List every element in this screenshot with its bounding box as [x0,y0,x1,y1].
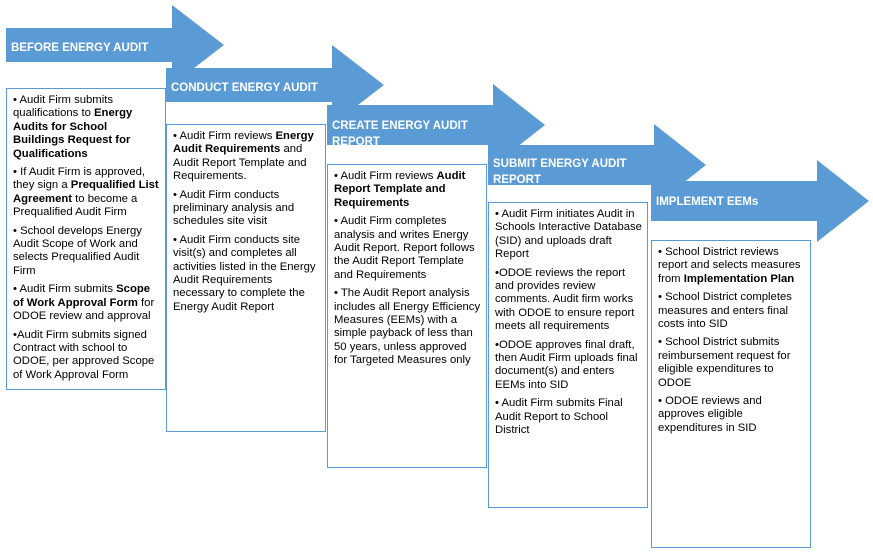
item-text: • ODOE reviews and approves eligible exp… [658,395,762,434]
item-text: •ODOE approves final draft, then Audit F… [495,338,638,391]
item-text: • Audit Firm conducts site visit(s) and … [173,233,316,313]
step-item: • The Audit Report analysis includes all… [334,287,481,367]
item-text: •Audit Firm submits signed Contract with… [13,328,155,381]
step-title: SUBMIT ENERGY AUDIT REPORT [493,158,627,186]
item-text: • School District reviews report and sel… [658,246,801,285]
step-item: •Audit Firm submits signed Contract with… [13,329,160,383]
item-text: • The Audit Report analysis includes all… [334,287,481,367]
step-box-submit-energy-audit-report: • Audit Firm initiates Audit in Schools … [488,202,648,508]
arrow-shape [327,84,545,166]
item-text: and Audit Report Template and Requiremen… [173,143,307,183]
bold-text: Energy Audits for School Buildings Reque… [13,107,133,160]
arrow-shape [166,45,384,125]
step-item: • Audit Firm completes analysis and writ… [334,215,481,282]
step-item: • Audit Firm conducts preliminary analys… [173,189,320,229]
item-text: • Audit Firm submits [13,283,117,296]
step-arrow-submit-energy-audit-report: SUBMIT ENERGY AUDIT REPORT [488,124,706,206]
step-item: • Audit Firm reviews Energy Audit Requir… [173,130,320,184]
step-item: • School District submits reimbursement … [658,336,805,390]
arrow-shape [651,160,869,242]
item-text: to become a Prequalified Audit Firm [13,192,138,219]
arrow-shape [6,5,224,85]
item-text: • Audit Firm reviews [173,130,276,142]
item-text: • Audit Firm conducts preliminary analys… [173,188,295,228]
bold-text: Scope of Work Approval Form [13,283,151,309]
bold-text: Implementation Plan [683,272,795,285]
step-title: IMPLEMENT EEMs [656,196,759,208]
step-arrow-conduct-energy-audit: CONDUCT ENERGY AUDIT [166,45,384,125]
step-item: • School District completes measures and… [658,291,805,331]
bold-text: Prequalified List Agreement [13,179,159,205]
arrow-shape [488,124,706,206]
bold-text: Energy Audit Requirements [173,130,314,156]
step-box-conduct-energy-audit: • Audit Firm reviews Energy Audit Requir… [166,124,326,432]
item-text: • School District submits reimbursement … [658,336,791,389]
step-arrow-implement-eems: IMPLEMENT EEMs [651,160,869,242]
step-item: • Audit Firm submits Scope of Work Appro… [13,283,160,323]
item-text: • Audit Firm submits Final Audit Report … [495,397,623,437]
step-title: CREATE ENERGY AUDIT REPORT [332,120,468,148]
item-text: • Audit Firm completes analysis and writ… [334,215,475,281]
step-item: •ODOE reviews the report and provides re… [495,267,642,334]
step-title: CONDUCT ENERGY AUDIT [171,82,318,94]
step-arrow-create-energy-audit-report: CREATE ENERGY AUDIT REPORT [327,84,545,166]
step-item: • Audit Firm submits Final Audit Report … [495,397,642,437]
step-box-before-energy-audit: • Audit Firm submits qualifications to E… [6,88,166,390]
step-arrow-before-energy-audit: BEFORE ENERGY AUDIT [6,5,224,85]
item-text: • Audit Firm reviews [334,170,437,182]
item-text: • School District completes measures and… [658,291,792,331]
step-item: • School District reviews report and sel… [658,246,805,286]
step-item: • School develops Energy Audit Scope of … [13,225,160,279]
step-item: • Audit Firm reviews Audit Report Templa… [334,170,481,210]
step-item: • ODOE reviews and approves eligible exp… [658,395,805,435]
step-box-implement-eems: • School District reviews report and sel… [651,240,811,548]
item-text: •ODOE reviews the report and provides re… [495,266,635,333]
step-item: •ODOE approves final draft, then Audit F… [495,339,642,393]
item-text: • If Audit Firm is approved, they sign a [13,166,146,192]
item-text: • Audit Firm submits qualifications to [13,94,114,120]
step-item: • If Audit Firm is approved, they sign a… [13,166,160,220]
item-text: • School develops Energy Audit Scope of … [13,224,142,277]
step-title: BEFORE ENERGY AUDIT [11,42,149,54]
step-box-create-energy-audit-report: • Audit Firm reviews Audit Report Templa… [327,164,487,468]
step-item: • Audit Firm submits qualifications to E… [13,94,160,161]
bold-text: Audit Report Template and Requirements [334,170,466,209]
item-text: • Audit Firm initiates Audit in Schools … [495,208,642,261]
step-item: • Audit Firm conducts site visit(s) and … [173,234,320,314]
item-text: for ODOE review and approval [13,296,155,323]
step-item: • Audit Firm initiates Audit in Schools … [495,208,642,262]
